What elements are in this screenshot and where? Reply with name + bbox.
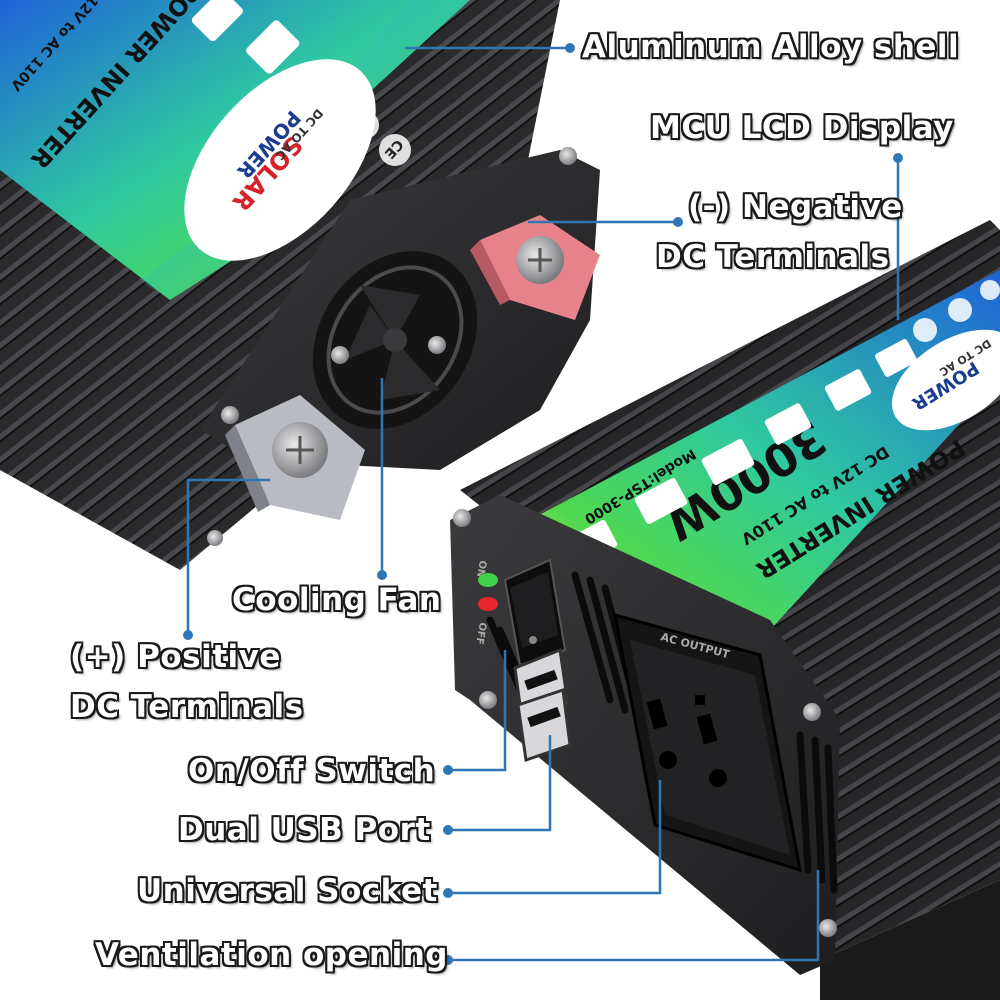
screw: [221, 406, 239, 424]
on-off-switch: ON OFF: [473, 558, 567, 667]
rear-inverter-unit: SOLAR POWER DC TO AC POWER INVERTER DC 1…: [0, 0, 600, 570]
rohs-badge: [948, 298, 972, 322]
screw: [803, 703, 821, 721]
device-thumbnail: [764, 403, 812, 445]
switch-on-label: ON: [474, 559, 488, 578]
callout-universal-socket: Universal Socket: [137, 873, 438, 909]
red-led: [478, 597, 498, 611]
device-thumbnail: [701, 439, 755, 485]
positive-terminal: [225, 395, 365, 520]
cooling-fan: [312, 251, 478, 429]
screw: [479, 691, 497, 709]
leader-lines: [183, 43, 903, 965]
callout-lcd-display: MCU LCD Display: [650, 110, 954, 146]
switch-off-label: OFF: [473, 621, 488, 645]
device-thumbnail: [824, 369, 872, 411]
screw: [559, 147, 577, 165]
callout-ventilation: Ventilation opening: [95, 937, 448, 973]
front-inverter-unit: POWER DC TO AC POWER INVERTER DC 12V to …: [450, 220, 1000, 1000]
callout-negative-terminal-line1: (-) Negative: [688, 189, 903, 225]
ce-badge: [980, 280, 1000, 300]
rear-brand-oval: [184, 59, 376, 261]
callout-cooling-fan: Cooling Fan: [232, 582, 442, 618]
callout-aluminum-shell: Aluminum Alloy shell: [582, 29, 960, 65]
device-thumbnail: [246, 20, 300, 74]
recycle-badge: [913, 318, 937, 342]
recycle-badge: [306, 81, 334, 109]
callout-positive-terminal-line2: DC Terminals: [70, 689, 304, 725]
callout-negative-terminal-line2: DC Terminals: [656, 239, 890, 275]
device-thumbnail: [191, 0, 243, 42]
screw: [819, 919, 837, 937]
green-led: [478, 573, 498, 587]
callout-on-off-switch: On/Off Switch: [188, 753, 436, 789]
ce-badge: [379, 134, 411, 166]
negative-terminal: [470, 215, 600, 320]
screw: [428, 336, 446, 354]
device-thumbnail: [634, 478, 688, 524]
device-thumbnail: [875, 339, 917, 377]
callout-usb-port: Dual USB Port: [178, 812, 431, 848]
usb-ports: [513, 647, 572, 763]
screw: [453, 509, 471, 527]
rohs-badge: [351, 111, 379, 139]
screw: [331, 346, 349, 364]
front-brand-oval: [891, 329, 1000, 431]
screw: [207, 530, 223, 546]
callout-positive-terminal-line1: (+) Positive: [70, 639, 281, 675]
